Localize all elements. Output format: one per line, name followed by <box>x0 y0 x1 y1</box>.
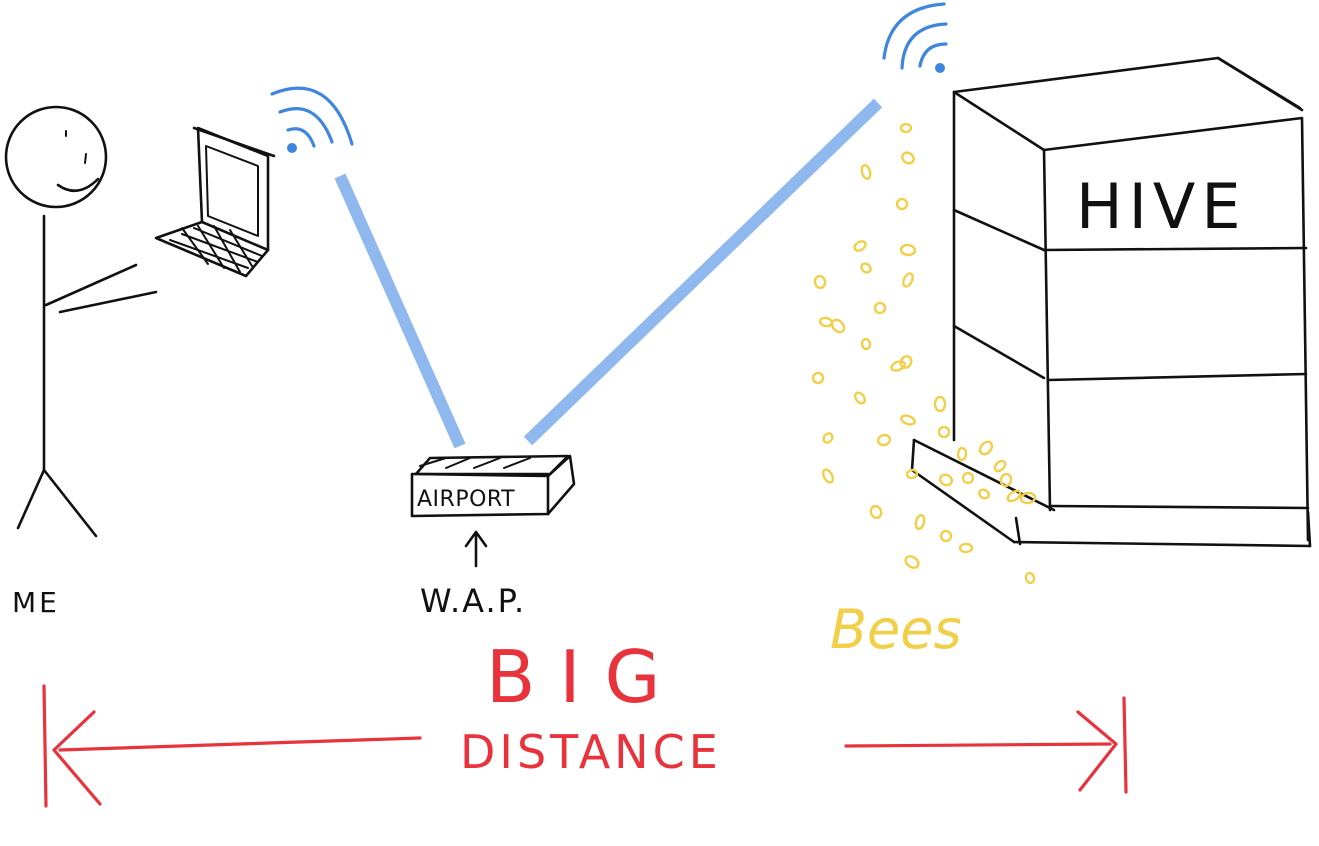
bee-icon <box>961 471 975 485</box>
signal-beam-laptop-to-wap <box>334 173 466 449</box>
me-label: ME <box>12 586 60 619</box>
bee-icon <box>853 240 867 252</box>
bee-icon <box>914 513 926 531</box>
bee-icon <box>876 433 892 447</box>
router-label: AIRPORT <box>417 487 515 512</box>
laptop-icon <box>154 126 276 278</box>
router-icon <box>410 454 576 518</box>
hive-label: HIVE <box>1076 170 1247 243</box>
bee-icon <box>1024 571 1036 585</box>
bee-icon <box>860 337 872 351</box>
big-label: BIG <box>486 635 684 719</box>
wifi-icon <box>882 2 948 73</box>
bee-icon <box>899 122 913 134</box>
bee-icon <box>869 504 883 520</box>
bee-icon <box>938 473 954 487</box>
bee-icon <box>939 529 953 543</box>
bees-swarm <box>811 122 1037 585</box>
bee-icon <box>1006 489 1022 503</box>
bee-icon <box>830 318 846 334</box>
bee-icon <box>811 371 825 385</box>
distance-label: DISTANCE <box>460 725 722 779</box>
bee-icon <box>933 395 947 413</box>
bee-icon <box>993 459 1007 473</box>
bee-icon <box>890 360 906 372</box>
bee-icon <box>958 542 974 554</box>
wifi-icon <box>270 86 354 153</box>
distance-arrow <box>42 684 1128 808</box>
bee-icon <box>860 262 872 274</box>
bee-icon <box>853 391 867 405</box>
bee-icon <box>821 468 835 484</box>
bee-icon <box>978 488 990 500</box>
bee-icon <box>937 425 951 439</box>
wap-label: W.A.P. <box>420 582 526 620</box>
arrow-icon <box>464 530 488 568</box>
bee-icon <box>956 446 968 462</box>
bee-icon <box>813 274 827 290</box>
bee-icon <box>1019 491 1037 505</box>
bee-icon <box>902 272 914 288</box>
bee-icon <box>900 414 916 426</box>
bee-icon <box>999 472 1013 488</box>
bee-icon <box>899 243 917 257</box>
bee-icon <box>905 468 919 480</box>
bee-icon <box>860 163 872 181</box>
bee-icon <box>904 555 920 569</box>
bee-icon <box>873 301 887 315</box>
beehive-icon <box>910 56 1312 548</box>
signal-beam-wap-to-hive <box>523 98 883 446</box>
person-icon <box>4 105 158 538</box>
bees-label: Bees <box>830 598 962 661</box>
bee-icon <box>818 316 834 328</box>
signal-beams <box>334 98 883 449</box>
bee-icon <box>822 432 834 444</box>
bee-icon <box>978 440 994 456</box>
bee-icon <box>895 197 909 211</box>
bee-icon <box>901 151 915 165</box>
